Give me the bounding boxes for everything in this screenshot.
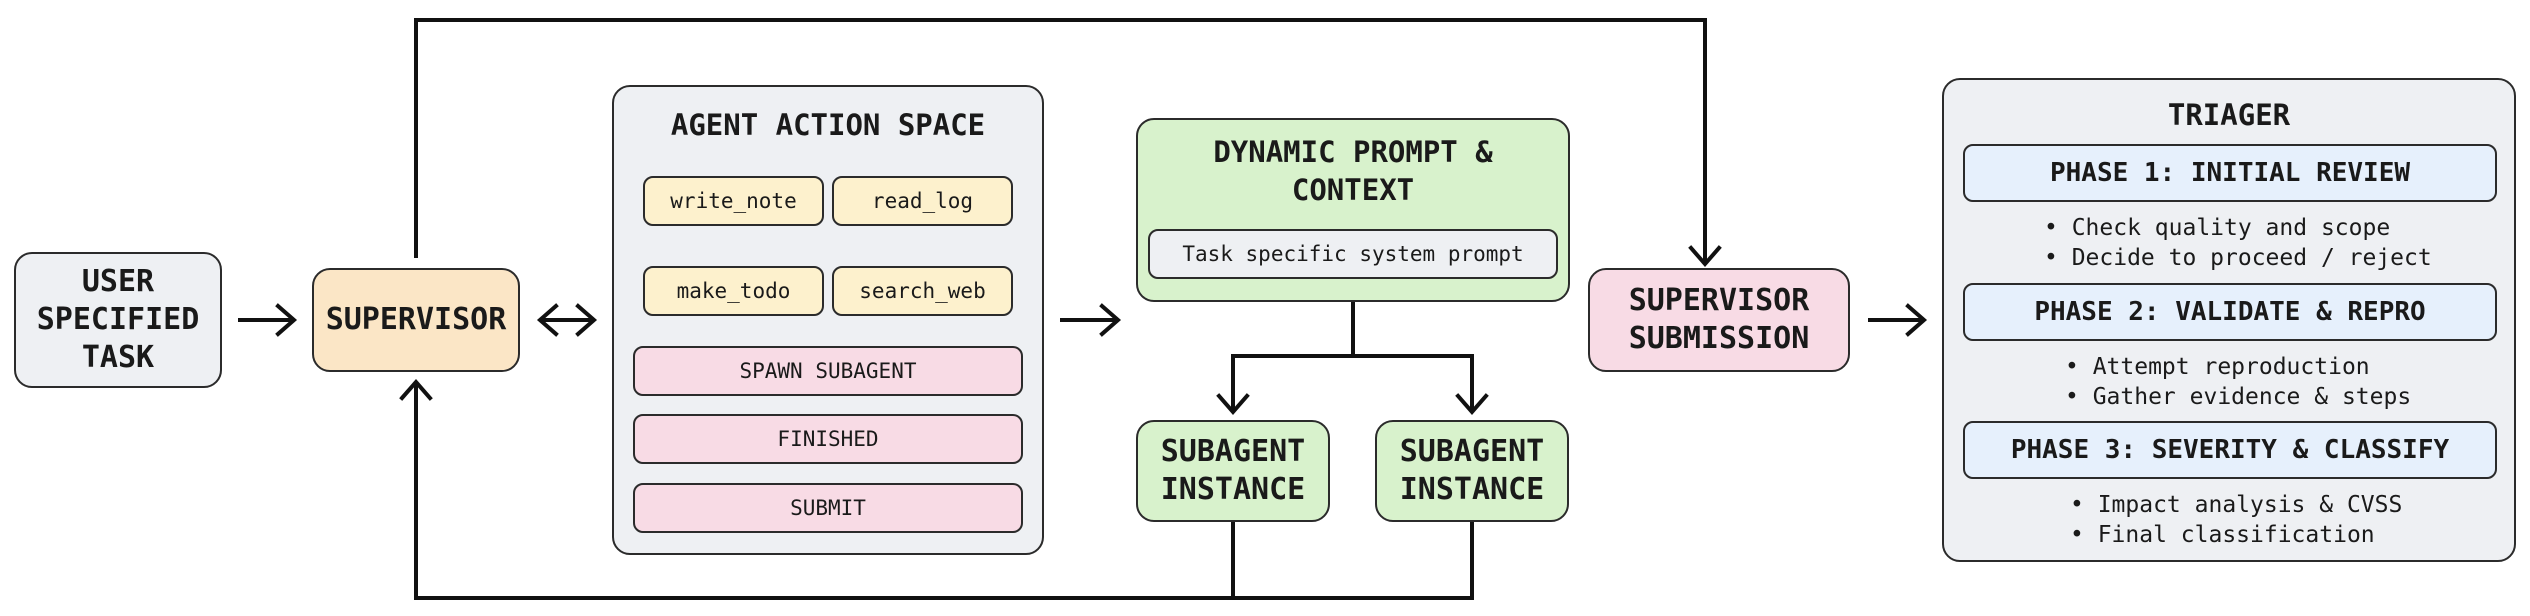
subagent-instance-1-label: SUBAGENT INSTANCE — [1160, 434, 1306, 507]
action-submit: SUBMIT — [633, 483, 1023, 533]
phase-2-bullet-2: • Gather evidence & steps — [2065, 384, 2412, 410]
tool-write-note: write_note — [643, 176, 824, 226]
tool-read-log: read_log — [832, 176, 1013, 226]
supervisor-submission-box: SUPERVISOR SUBMISSION — [1588, 268, 1850, 372]
dynamic-prompt-title: DYNAMIC PROMPT & CONTEXT — [1213, 135, 1493, 207]
arrow-top-loop — [414, 18, 1707, 264]
action-finished: FINISHED — [633, 414, 1023, 464]
phase-2-bullets: • Attempt reproduction • Gather evidence… — [2065, 352, 2411, 412]
triager-title: TRIAGER — [2167, 98, 2291, 132]
supervisor-box: SUPERVISOR — [312, 268, 520, 372]
arrow-bottom-loop — [414, 382, 1474, 600]
phase-2-header: PHASE 2: VALIDATE & REPRO — [1963, 283, 2497, 341]
subagent-instance-1: SUBAGENT INSTANCE — [1136, 420, 1330, 522]
tool-search-web: search_web — [832, 266, 1013, 316]
subagent-instance-2-label: SUBAGENT INSTANCE — [1399, 434, 1545, 507]
action-space-box — [612, 85, 1044, 555]
supervisor-label: SUPERVISOR — [325, 302, 507, 337]
subagent-instance-2: SUBAGENT INSTANCE — [1375, 420, 1569, 522]
phase-3-bullets: • Impact analysis & CVSS • Final classif… — [2070, 490, 2402, 550]
task-system-prompt: Task specific system prompt — [1148, 229, 1558, 279]
phase-3-bullet-1: • Impact analysis & CVSS — [2070, 492, 2403, 518]
phase-3-header: PHASE 3: SEVERITY & CLASSIFY — [1963, 421, 2497, 479]
phase-1-bullet-1: • Check quality and scope — [2044, 215, 2391, 241]
tool-make-todo: make_todo — [643, 266, 824, 316]
phase-2-bullet-1: • Attempt reproduction — [2065, 354, 2370, 380]
phase-1-bullet-2: • Decide to proceed / reject — [2044, 245, 2432, 271]
user-task-label: USER SPECIFIED TASK — [36, 264, 200, 375]
action-spawn-subagent: SPAWN SUBAGENT — [633, 346, 1023, 396]
phase-1-header: PHASE 1: INITIAL REVIEW — [1963, 144, 2497, 202]
phase-3-bullet-2: • Final classification — [2070, 522, 2375, 548]
action-space-title: AGENT ACTION SPACE — [670, 108, 986, 142]
supervisor-submission-label: SUPERVISOR SUBMISSION — [1628, 283, 1810, 356]
user-task-box: USER SPECIFIED TASK — [14, 252, 222, 388]
arrow-prompt-to-subagents — [1231, 298, 1474, 412]
phase-1-bullets: • Check quality and scope • Decide to pr… — [2044, 213, 2432, 273]
